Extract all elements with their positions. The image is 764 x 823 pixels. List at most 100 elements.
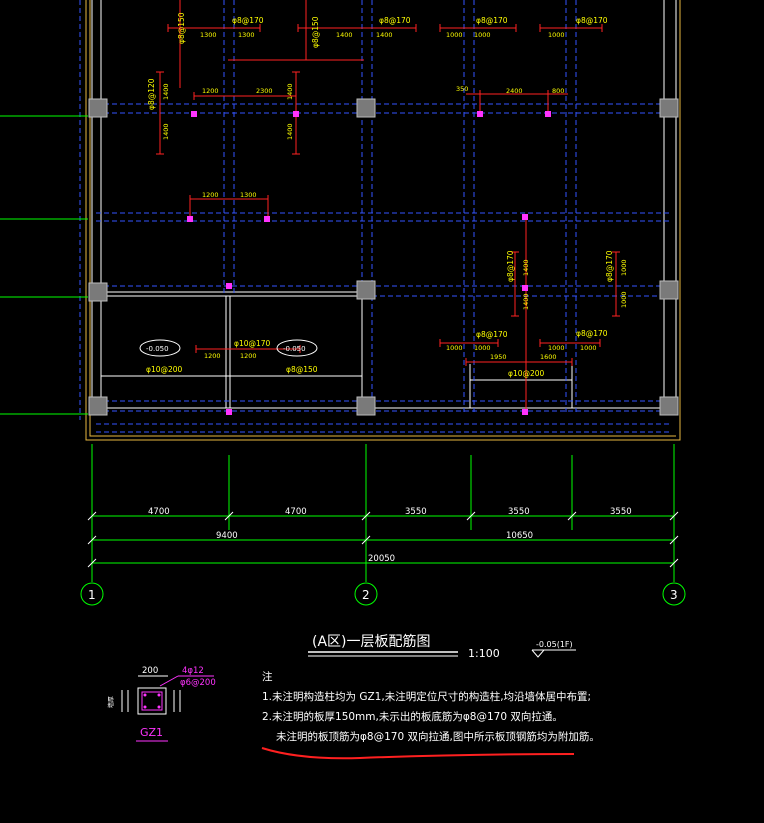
rebar-label: φ8@170 xyxy=(506,250,515,282)
rebar-dim: 1300 xyxy=(200,31,217,39)
beam-lines xyxy=(79,0,672,433)
note-line-1: 1.未注明构造柱均为 GZ1,未注明定位尺寸的构造柱,均沿墙体居中布置; xyxy=(262,690,591,703)
note-line-3: 未注明的板顶筋为φ8@170 双向拉通,图中所示板顶钢筋均为附加筋。 xyxy=(276,730,600,743)
column xyxy=(659,98,679,118)
gz1-name: GZ1 xyxy=(140,726,163,739)
drawing-scale: 1:100 xyxy=(468,647,500,660)
axis-label: 3 xyxy=(670,588,678,602)
elevation-ellipse xyxy=(276,339,318,357)
column xyxy=(88,282,108,302)
rebar-dim: 1400 xyxy=(286,123,294,140)
axis-label: 2 xyxy=(362,588,370,602)
marker xyxy=(187,216,193,222)
rebar-dim: 1000 xyxy=(620,291,628,308)
rebar-label: φ8@150 xyxy=(311,16,320,48)
marker xyxy=(226,409,232,415)
dim-row2: 10650 xyxy=(506,531,533,541)
gz1-width: 200 xyxy=(142,666,158,676)
rebar-dim: 1400 xyxy=(522,293,530,310)
rebar-dimensions: 1300 1300 1400 1400 1000 1000 1000 1200 … xyxy=(162,31,628,361)
column xyxy=(659,280,679,300)
marker xyxy=(522,409,528,415)
note-line-2: 2.未注明的板厚150mm,未示出的板底筋为φ8@170 双向拉通。 xyxy=(262,710,563,723)
rebar-dim: 1200 xyxy=(240,352,257,360)
title-block: (A区)一层板配筋图 1:100 -0.05(1F) xyxy=(308,633,576,660)
marker xyxy=(226,283,232,289)
rebar-dim: 350 xyxy=(456,85,468,93)
rebar-labels: φ8@150 φ8@120 φ8@150 φ8@170 φ8@170 φ8@17… xyxy=(146,12,614,378)
dim-row1: 3550 xyxy=(610,507,632,517)
axis-bubble xyxy=(80,582,104,606)
rebar-label: φ8@150 xyxy=(286,365,318,374)
axis-bubble xyxy=(662,582,686,606)
rebar-dim: 1000 xyxy=(620,259,628,276)
axis-bubble xyxy=(354,582,378,606)
slab-edges xyxy=(91,0,677,412)
rebar-dim: 1000 xyxy=(446,31,463,39)
outer-edge xyxy=(85,0,681,441)
rebar-dim: 1000 xyxy=(474,31,491,39)
columns xyxy=(88,98,679,416)
axis-bubbles: 1 2 3 xyxy=(80,582,686,606)
dim-row2: 9400 xyxy=(216,531,238,541)
rebar-dim: 1300 xyxy=(238,31,255,39)
rebar-dim: 1400 xyxy=(162,83,170,100)
rebar-label: φ8@170 xyxy=(576,16,608,25)
point-markers xyxy=(187,111,551,415)
drawing-title: (A区)一层板配筋图 xyxy=(312,633,431,650)
rebar-label: φ8@170 xyxy=(605,250,614,282)
elevation-tag: -0.050 xyxy=(146,345,169,353)
gz1-main-rebar: 4φ12 xyxy=(182,666,204,676)
marker xyxy=(264,216,270,222)
elevation-mark: -0.05(1F) xyxy=(536,640,573,649)
rebar-dim: 1400 xyxy=(522,259,530,276)
column xyxy=(88,396,108,416)
rebar-dim: 1600 xyxy=(540,353,557,361)
rebar-label: φ10@200 xyxy=(146,365,183,374)
marker xyxy=(477,111,483,117)
rebar-dim: 1400 xyxy=(286,83,294,100)
notes-heading: 注 xyxy=(262,670,273,683)
column xyxy=(88,98,108,118)
rebar-dim: 1400 xyxy=(162,123,170,140)
column xyxy=(659,396,679,416)
grid-axes xyxy=(0,115,675,582)
rebar-dim: 1000 xyxy=(474,344,491,352)
rebar-dim: 1400 xyxy=(336,31,353,39)
gz1-detail: 200 4φ12 φ6@200 墙厚 GZ1 xyxy=(107,666,216,742)
rebar-dim: 1400 xyxy=(376,31,393,39)
dimension-text: 4700 4700 3550 3550 3550 9400 10650 2005… xyxy=(148,507,632,564)
gz1-side-label: 墙厚 xyxy=(107,696,115,708)
column xyxy=(356,280,376,300)
rebar-lines xyxy=(156,0,620,412)
rebar-label: φ8@150 xyxy=(177,12,186,44)
rebar-label: φ8@170 xyxy=(379,16,411,25)
notes: 注 1.未注明构造柱均为 GZ1,未注明定位尺寸的构造柱,均沿墙体居中布置; 2… xyxy=(261,670,600,760)
dim-row1: 3550 xyxy=(508,507,530,517)
rebar-dim: 1200 xyxy=(204,352,221,360)
marker xyxy=(293,111,299,117)
marker xyxy=(545,111,551,117)
dimension-ticks xyxy=(87,511,679,568)
rebar-dim: 1200 xyxy=(202,87,219,95)
rebar-dim: 1200 xyxy=(202,191,219,199)
elevation-tag: -0.050 xyxy=(283,345,306,353)
column xyxy=(356,98,376,118)
column xyxy=(356,396,376,416)
rebar-label: φ8@170 xyxy=(476,330,508,339)
rebar-dim: 2300 xyxy=(256,87,273,95)
rebar-dim: 1000 xyxy=(580,344,597,352)
marker xyxy=(191,111,197,117)
rebar-dim: 1300 xyxy=(240,191,257,199)
gz1-stirrup: φ6@200 xyxy=(180,678,216,688)
elevation-tags: -0.050 -0.050 xyxy=(139,339,318,357)
rebar-dim: 1950 xyxy=(490,353,507,361)
rebar-dim: 2400 xyxy=(506,87,523,95)
rebar-dim: 1000 xyxy=(446,344,463,352)
rebar-dim: 1000 xyxy=(548,31,565,39)
rebar-label: φ8@170 xyxy=(232,16,264,25)
dim-row1: 4700 xyxy=(285,507,307,517)
axis-label: 1 xyxy=(88,588,96,602)
marker xyxy=(522,214,528,220)
